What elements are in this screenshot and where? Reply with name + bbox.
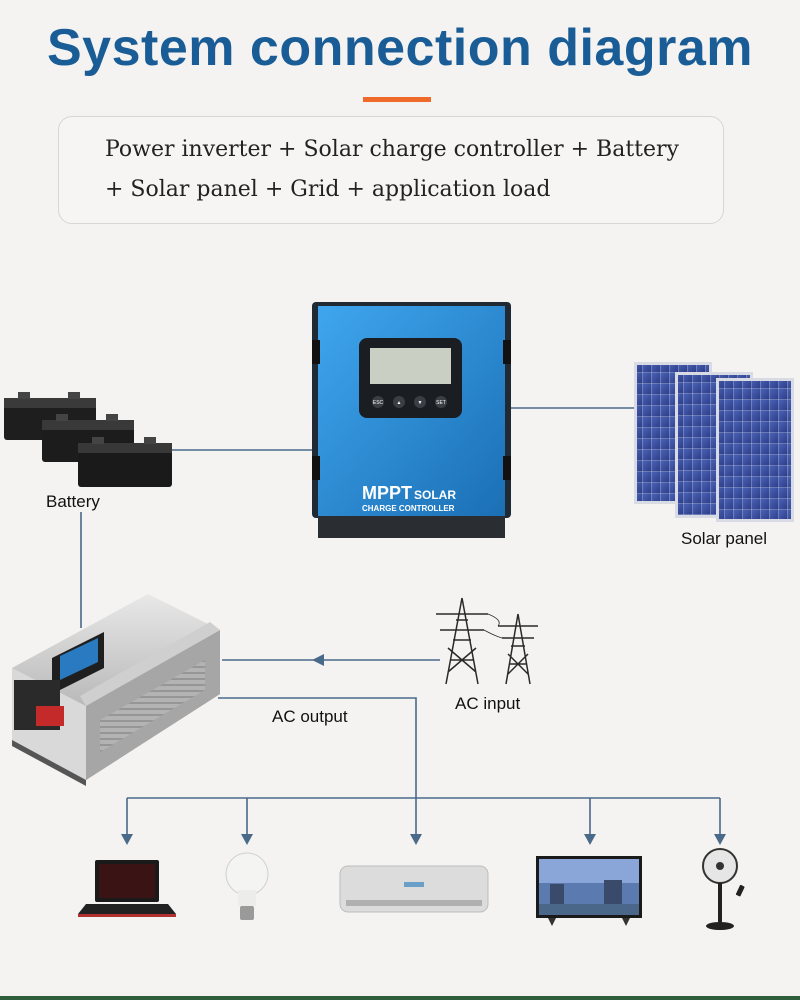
ac-output-label: AC output: [272, 707, 348, 726]
controller-set-button: [435, 396, 447, 408]
controller-subtitle: CHARGE CONTROLLER: [362, 504, 455, 513]
description-line-2: + Solar panel + Grid + application load: [105, 177, 551, 202]
controller-up-label: ▲: [397, 400, 402, 406]
connector-lines: [80, 407, 721, 835]
battery-icon: [4, 392, 172, 487]
laptop-icon: [78, 860, 176, 917]
title-underline: [363, 97, 431, 102]
ac-input-label: AC input: [455, 694, 521, 713]
controller-down-label: ▼: [418, 400, 423, 406]
arrow-fan: [714, 834, 726, 845]
inverter-ac-output-line: [218, 697, 417, 835]
controller-down-button: [414, 396, 426, 408]
controller-esc-label: ESC: [373, 400, 384, 406]
ac-input-arrow: [312, 654, 324, 666]
power-grid-tower-icon: [436, 597, 538, 685]
arrow-laptop: [121, 834, 133, 845]
description-box: Power inverter + Solar charge controller…: [58, 116, 724, 224]
controller-set-label: SET: [436, 400, 446, 406]
air-conditioner-icon: [339, 865, 489, 913]
bottom-border: [0, 996, 800, 1000]
page-title: System connection diagram: [46, 19, 754, 77]
television-icon: [536, 856, 642, 926]
arrow-bulb: [241, 834, 253, 845]
battery-label: Battery: [46, 492, 100, 511]
controller-brand-suffix: SOLAR: [414, 488, 456, 502]
controller-esc-button: [372, 396, 384, 408]
description-line-1: Power inverter + Solar charge controller…: [105, 137, 679, 162]
arrow-tv: [584, 834, 596, 845]
light-bulb-icon: [225, 852, 269, 920]
connector-arrows: [121, 654, 726, 845]
standing-fan-icon: [702, 848, 745, 930]
solar-panel-label: Solar panel: [681, 529, 768, 548]
solar-panel-icon: [634, 362, 794, 522]
controller-brand: MPPT: [362, 483, 412, 503]
power-inverter-icon: [12, 594, 220, 786]
arrow-ac-unit: [410, 834, 422, 845]
load-drop-lines: [126, 798, 721, 835]
charge-controller-icon: [312, 302, 511, 538]
controller-up-button: [393, 396, 405, 408]
